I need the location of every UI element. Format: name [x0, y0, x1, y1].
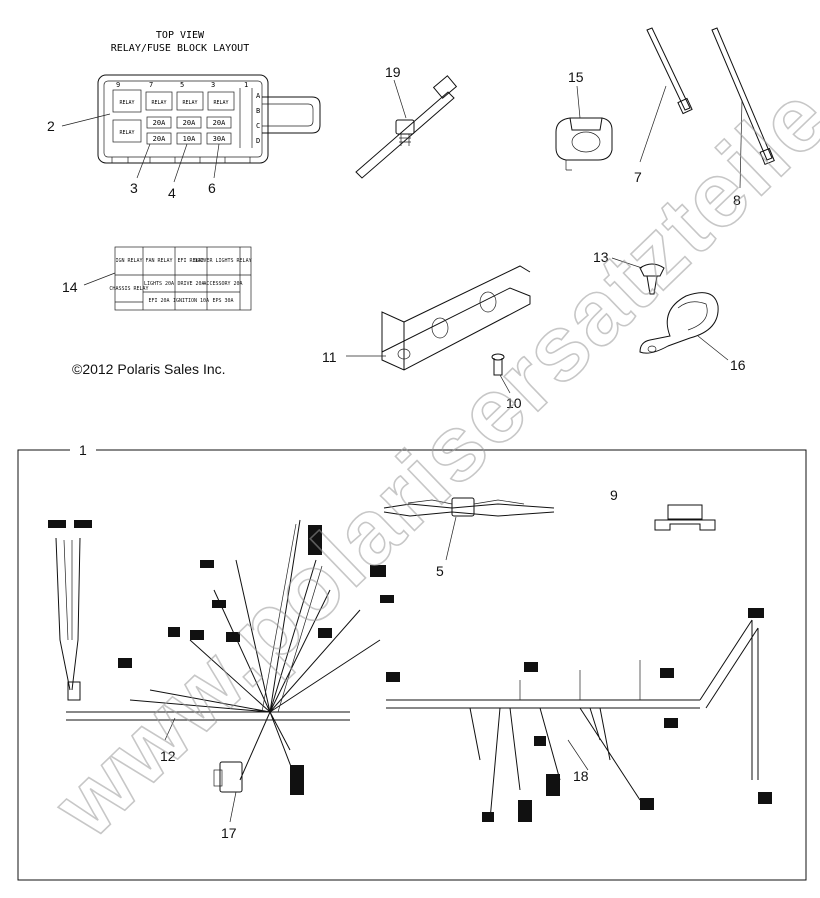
- fuse-label: 20A: [183, 119, 196, 127]
- callout-13: 13: [593, 249, 609, 265]
- push-rivet[interactable]: [639, 263, 665, 295]
- callout-11: 11: [322, 349, 337, 365]
- callout-5: 5: [436, 563, 444, 579]
- relay-label: RELAY: [182, 100, 197, 106]
- fuse-block-number-5: 5: [180, 81, 184, 89]
- decal-cell: EFI 20A: [148, 298, 169, 304]
- fuse-block-letter-d: D: [256, 137, 260, 145]
- harness-connector[interactable]: [213, 761, 243, 793]
- decal-cell: IGN RELAY: [115, 258, 142, 264]
- callout-10: 10: [506, 395, 522, 411]
- callout-9: 9: [610, 487, 618, 503]
- fuse-block-number-3: 3: [211, 81, 215, 89]
- callout-15: 15: [568, 69, 584, 85]
- callout-16: 16: [730, 357, 746, 373]
- callout-12: 12: [160, 748, 176, 764]
- cable-tie-long[interactable]: [646, 27, 693, 115]
- decal-cell: FAN RELAY: [145, 258, 172, 264]
- harness-frame: [17, 449, 807, 881]
- decal-cell: IGNITION 10A: [173, 298, 209, 304]
- fuse-block-letter-b: B: [256, 107, 260, 115]
- decal-cell: DRIVE 20A: [177, 281, 204, 287]
- decal-cell: EPS 30A: [212, 298, 233, 304]
- fuse-label: 20A: [213, 119, 226, 127]
- callout-18: 18: [573, 768, 589, 784]
- chassis-harness-right[interactable]: [386, 619, 759, 821]
- fuse-block-number-7: 7: [149, 81, 153, 89]
- callout-4: 4: [168, 185, 176, 201]
- relay-label: RELAY: [119, 100, 134, 106]
- fuse-block-number-9: 9: [116, 81, 120, 89]
- callout-3: 3: [130, 180, 138, 196]
- fuse-label: 20A: [153, 135, 166, 143]
- decal-cell: DRIVER LIGHTS RELAY: [194, 258, 251, 264]
- decal-cell: CHASSIS RELAY: [109, 286, 148, 292]
- mini-fuse[interactable]: [654, 504, 716, 531]
- screw[interactable]: [491, 353, 505, 376]
- cable-tie-mount[interactable]: [355, 75, 458, 179]
- fuse-block-number-1: 1: [244, 81, 248, 89]
- decal-cell: EFI RELAY: [177, 258, 204, 264]
- harness-tags: [48, 520, 772, 822]
- fuse-block-letter-c: C: [256, 122, 260, 130]
- decal-cell: LIGHTS 20A: [144, 281, 174, 287]
- callout-2: 2: [47, 118, 55, 134]
- relay-label: RELAY: [119, 130, 134, 136]
- callout-14: 14: [62, 279, 78, 295]
- relay-label: RELAY: [151, 100, 166, 106]
- chassis-harness-left[interactable]: [55, 519, 381, 791]
- fuse-label: 30A: [213, 135, 226, 143]
- fuse-label: 10A: [183, 135, 196, 143]
- cable-tie-extra-long[interactable]: [711, 27, 775, 166]
- relay-label: RELAY: [213, 100, 228, 106]
- fuse-decal[interactable]: [114, 246, 252, 311]
- header-title-line1: TOP VIEW: [156, 30, 205, 41]
- connector-clip[interactable]: [555, 117, 613, 171]
- copyright-text: ©2012 Polaris Sales Inc.: [72, 361, 226, 377]
- callout-1: 1: [79, 442, 87, 458]
- header-title-line2: RELAY/FUSE BLOCK LAYOUT: [111, 43, 249, 54]
- p-clamp[interactable]: [639, 292, 719, 354]
- mounting-bracket[interactable]: [381, 265, 531, 371]
- decal-cell: ACCESSORY 20A: [203, 281, 242, 287]
- fuse-label: 20A: [153, 119, 166, 127]
- callout-19: 19: [385, 64, 401, 80]
- fuse-block-letter-a: A: [256, 92, 261, 100]
- callout-8: 8: [733, 192, 741, 208]
- callout-6: 6: [208, 180, 216, 196]
- watermark: www.polarisersatzteile.de: [34, 0, 820, 857]
- callout-17: 17: [221, 825, 237, 841]
- fuse-block[interactable]: [97, 74, 321, 164]
- jumper-harness[interactable]: [383, 497, 555, 517]
- callout-7: 7: [634, 169, 642, 185]
